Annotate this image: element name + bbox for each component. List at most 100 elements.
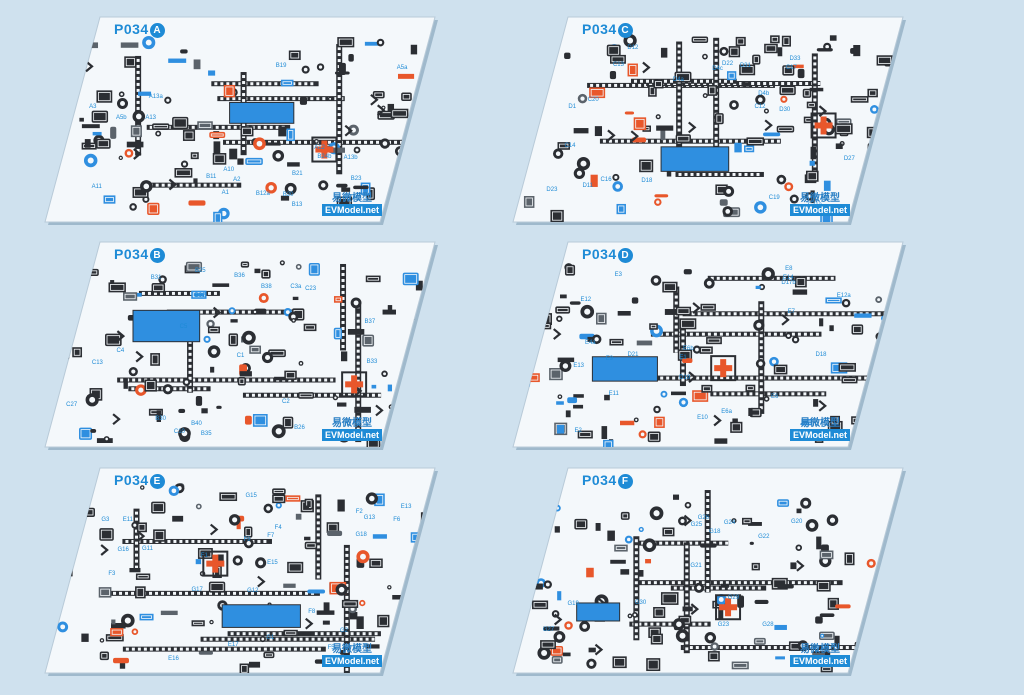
brand-name-cn: 易微模型 (799, 644, 840, 655)
part-label: B36 (234, 272, 245, 279)
part-label: E6 (770, 393, 779, 400)
sheet-letter-badge: E (149, 474, 165, 489)
part-label: B35 (200, 431, 212, 438)
brand-name-cn: 易微模型 (331, 644, 372, 655)
part-label: D17b (781, 279, 796, 286)
part-label: A11 (91, 184, 102, 191)
fret-sheet-artwork (512, 467, 906, 676)
part-label: F8 (308, 608, 316, 615)
sheet-letter-badge: C (617, 23, 633, 38)
part-label: G2 (339, 627, 348, 634)
part-label: D33 (789, 56, 801, 63)
brand-url: EVModel.net (789, 204, 850, 216)
part-label: F9 (243, 536, 251, 543)
part-label: E11 (122, 517, 133, 524)
part-label: B12a (255, 191, 270, 198)
part-label: E9 (605, 355, 614, 362)
brand-name-cn: 易微模型 (799, 193, 840, 204)
part-label: E17 (227, 642, 239, 649)
sheet-letter-badge: A (149, 23, 165, 38)
part-label: G21 (690, 563, 702, 570)
part-label: D19 (679, 375, 691, 382)
fret-sheet-c: P034CC11aC12C13C14C16C17C19C20D1D4aD4bD4… (512, 16, 906, 225)
part-label: G26 (697, 514, 710, 521)
part-label: E15 (267, 560, 278, 567)
sheet-prefix: P034 (582, 472, 617, 488)
part-label: A1 (221, 190, 229, 197)
part-label: E11 (608, 391, 619, 398)
part-label: F2 (355, 509, 363, 516)
part-label: D4c (712, 66, 723, 73)
part-label: B20 (282, 192, 294, 199)
part-label: B24b (317, 154, 332, 161)
fret-sheet-artwork (44, 16, 438, 225)
part-label: G18 (709, 528, 721, 535)
part-label: G29 (727, 595, 740, 602)
part-label: E3 (614, 272, 622, 279)
fret-sheet-artwork (44, 241, 438, 450)
part-label: F4 (274, 524, 282, 531)
part-label: B37 (364, 319, 376, 326)
fret-sheet-artwork (44, 467, 438, 676)
part-label: D31 (739, 63, 751, 70)
part-label: E12a (836, 293, 851, 300)
part-label: B25 (194, 268, 206, 275)
part-label: G12 (247, 588, 259, 595)
part-label: B32 (194, 293, 206, 300)
part-label: B26 (294, 425, 305, 432)
brand-url: EVModel.net (789, 655, 850, 667)
part-label: B23 (350, 176, 362, 183)
fret-sheet-artwork (512, 16, 906, 225)
part-label: G28 (762, 621, 774, 628)
brand-url: EVModel.net (789, 429, 850, 441)
part-label: G19 (567, 600, 579, 607)
part-label: G20 (790, 518, 803, 525)
part-label: A10 (223, 166, 235, 173)
part-label: C2 (282, 399, 290, 406)
part-label: F5 (327, 644, 335, 651)
part-label: G18 (355, 532, 367, 539)
sheet-letter-badge: B (149, 248, 165, 263)
part-label: F7 (267, 533, 275, 540)
part-label: G13 (363, 515, 376, 522)
part-label: C19 (768, 195, 780, 202)
fret-sheet-artwork (512, 241, 906, 450)
part-label: A5b (115, 114, 127, 121)
part-label: E4a (584, 339, 596, 346)
part-label: B11 (206, 174, 217, 181)
part-label: D18 (641, 178, 653, 184)
part-label: B38 (260, 284, 272, 290)
sheet-prefix: P034 (582, 21, 617, 37)
part-label: C5 (179, 324, 188, 331)
part-label: F6 (393, 516, 401, 523)
part-label: A3 (89, 103, 97, 110)
part-label: B33 (366, 359, 378, 366)
part-label: G23 (717, 621, 730, 628)
part-label: E13 (400, 504, 412, 511)
part-label: A13a (148, 94, 163, 101)
part-label: C23 (305, 285, 317, 292)
part-label: D12 (627, 45, 639, 52)
part-label: E10 (697, 415, 708, 422)
part-label: D23 (546, 187, 558, 194)
part-label: C1 (236, 353, 245, 360)
part-label: E12 (580, 297, 592, 304)
part-label: D22 (722, 60, 734, 67)
brand-url: EVModel.net (321, 204, 382, 216)
part-label: A2 (233, 177, 241, 184)
part-label: E13 (573, 363, 584, 369)
part-label: B13 (291, 201, 303, 208)
part-label: F3 (108, 570, 116, 577)
part-label: G30 (634, 600, 647, 607)
